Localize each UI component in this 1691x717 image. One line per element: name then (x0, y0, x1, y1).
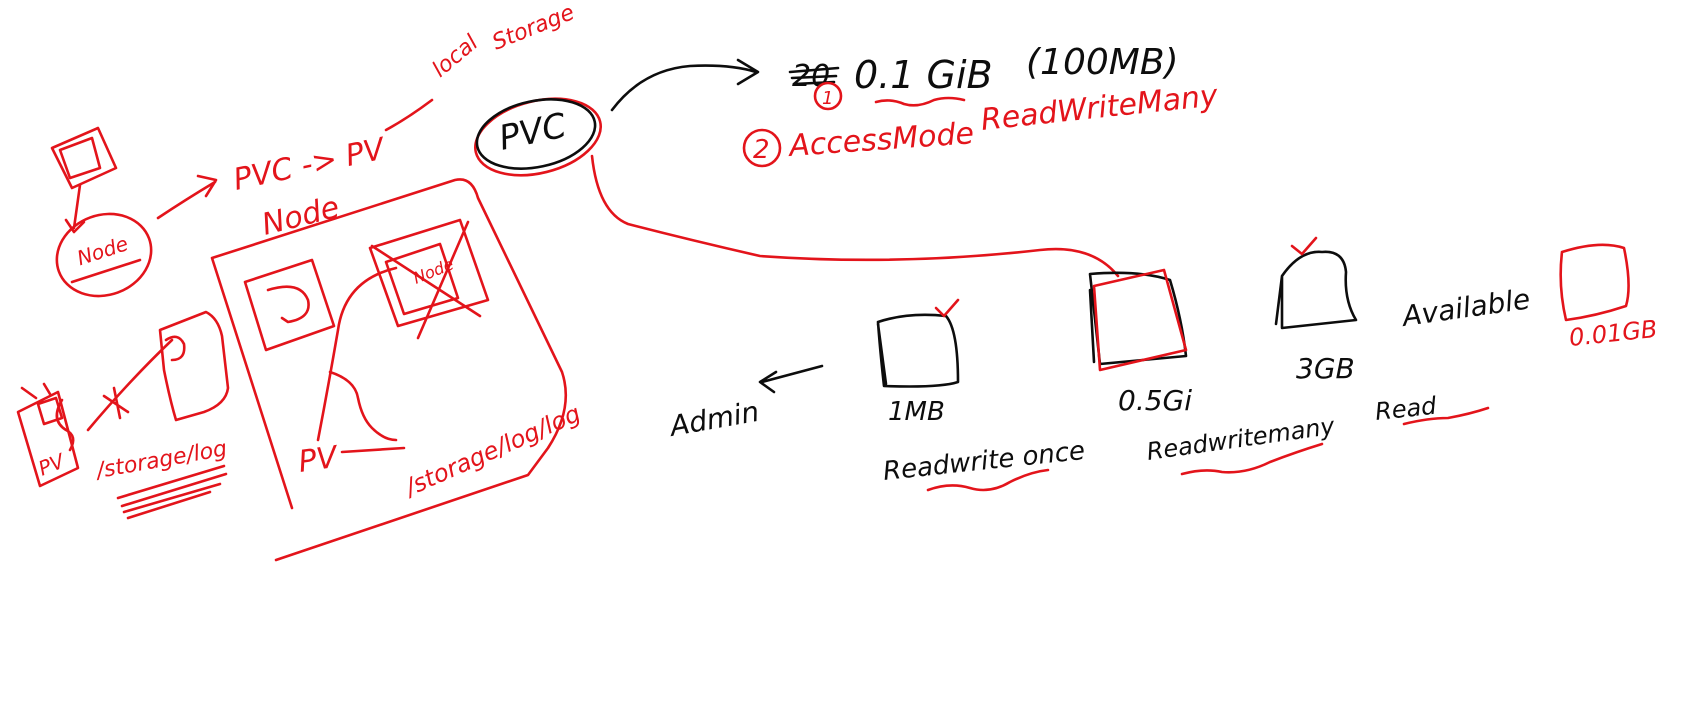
pvc-label: PVC (496, 106, 571, 159)
volume-1-underline (926, 468, 1050, 492)
node-box (210, 178, 568, 562)
volume-3-underline (1402, 406, 1490, 426)
pvc-request-arrow (610, 58, 760, 112)
volume-1-mode: Readwrite once (882, 436, 1087, 487)
pvc-binding-curve (590, 154, 1120, 278)
arrow-pod-down (64, 183, 86, 234)
admin-label: Admin (666, 395, 762, 443)
volume-1-box (876, 313, 960, 388)
volume-3-check (1290, 236, 1318, 256)
flow-pvc-pv: PVC -> PV (230, 131, 390, 198)
volume-3-size: 3GB (1296, 352, 1355, 385)
pv-wavy-link (328, 370, 398, 442)
request-size-note: (100MB) (1026, 42, 1179, 83)
pod-to-pv-curve (316, 266, 398, 442)
marker-2: 2 (753, 135, 770, 165)
volume-3-mode: Read (1374, 392, 1439, 426)
pv-node-arrow (340, 446, 406, 454)
volume-2-mode: Readwritemany (1145, 412, 1337, 466)
flow-tail (384, 98, 434, 132)
volume-4-size: 0.01GB (1568, 315, 1659, 352)
flow-local: local (428, 30, 483, 82)
pod-in-node (243, 258, 336, 352)
storage-path-scribble (116, 464, 228, 520)
admin-arrow (758, 364, 824, 394)
flow-storage: Storage (489, 0, 578, 55)
volume-2-box-black (1088, 271, 1188, 366)
node-circle-underline (70, 258, 142, 284)
crossed-pod-label: Node (410, 254, 456, 287)
pvc-circle-black (475, 98, 597, 170)
pv-left-target (158, 310, 230, 422)
size-underline (874, 96, 966, 107)
pv-node-label: PV (296, 440, 342, 480)
storage-path-left: /storage/log (93, 436, 229, 484)
node-circle (55, 212, 153, 298)
access-mode-label: AccessMode (786, 116, 975, 164)
volume-2-underline (1180, 442, 1324, 476)
access-mode-value: ReadWriteMany (979, 78, 1220, 138)
volume-1-check (934, 298, 960, 318)
pv-left-cross (102, 386, 130, 420)
marker-1-circle (813, 81, 843, 111)
pv-left-link (86, 338, 174, 432)
available-label: Available (1398, 282, 1532, 333)
pv-pod-left (16, 382, 80, 488)
pv-left-squiggle (55, 398, 75, 452)
request-size: 0.1 GiB (854, 53, 993, 97)
crossed-pod-in-node (368, 218, 490, 340)
volume-1-size: 1MB (888, 397, 945, 427)
volume-4-box (1559, 243, 1630, 322)
pod-box-top (50, 126, 118, 190)
volume-2-box-red (1092, 268, 1188, 372)
arrow-to-flow (156, 174, 218, 220)
node-label: Node (258, 190, 342, 243)
volume-3-box (1274, 250, 1358, 330)
marker-2-circle (742, 128, 782, 168)
volume-2-size: 0.5Gi (1118, 384, 1192, 417)
marker-1: 1 (822, 88, 833, 109)
